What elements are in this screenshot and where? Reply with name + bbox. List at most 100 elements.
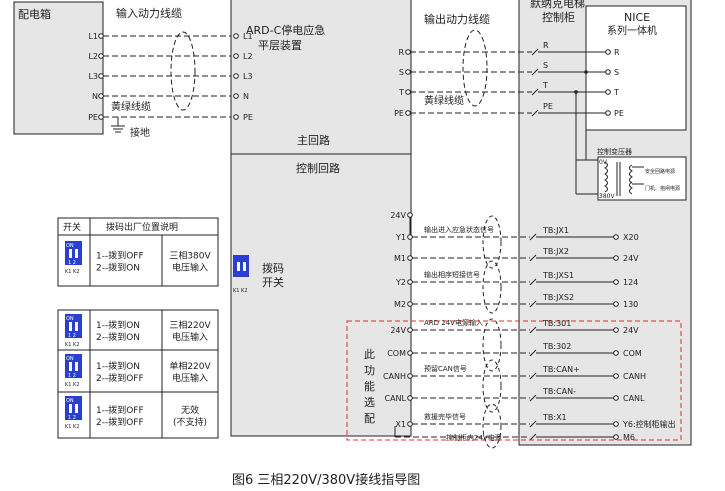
legend-row-line1: 1--拨到OFF (96, 404, 144, 416)
ard-out-terminal (405, 69, 411, 75)
ard-out-terminal-label: T (398, 88, 404, 97)
legend-row-line1: 1--拨到ON (96, 360, 140, 372)
panel-terminal (98, 53, 104, 59)
input-pe-cable-label: 黄绿线缆 (111, 100, 151, 113)
cabinet-signal-terminal (613, 301, 619, 307)
signal-tb-label: TB:JX2 (542, 247, 569, 256)
nice-terminal-label: T (613, 88, 619, 97)
output-cable-label: 输出动力线缆 (424, 12, 490, 26)
transformer-out-1: 安全回路电源 (645, 168, 675, 175)
cabinet-signal-terminal (613, 255, 619, 261)
signal-tb-label: TB:JXS1 (542, 271, 574, 280)
ard-in-terminal (233, 73, 239, 79)
ard-ctrl-terminal-label: CANL (385, 394, 407, 403)
panel-terminal-label: L2 (88, 52, 98, 61)
legend-row-desc2: (不支持) (173, 416, 207, 428)
dip-on-label: ON (66, 316, 74, 322)
legend-row-line2: 2--拨到OFF (96, 372, 144, 384)
cabinet-title-1: 默纳克电梯 (530, 0, 585, 10)
nice-terminal (605, 69, 611, 75)
ard-title-2: 平层装置 (258, 39, 302, 52)
dip-on-label: ON (66, 356, 74, 362)
ard-ctrl-terminal (407, 255, 413, 261)
cabinet-signal-terminal (613, 421, 619, 427)
panel-terminal-label: L3 (88, 72, 98, 81)
signal-dest-label: 24V (623, 254, 639, 263)
signal-note: 救援完毕信号 (424, 412, 466, 421)
nice-terminal-label: PE (614, 109, 624, 118)
ard-ctrl-terminal (407, 327, 413, 333)
ard-ctrl-terminal-label: 24V (390, 211, 406, 220)
legend-row-desc1: 单相220V (169, 360, 211, 372)
legend-row-desc1: 三相220V (169, 319, 211, 331)
cabinet-signal-terminal (613, 234, 619, 240)
optional-note-char: 此 (364, 348, 375, 361)
ard-ctrl-terminal-label: Y2 (395, 278, 406, 287)
signal-tb-label: TB:301 (542, 319, 571, 328)
transformer-380v: 380V (599, 193, 615, 200)
nice-inverter-box (585, 5, 687, 131)
panel-title: 配电箱 (18, 7, 51, 21)
signal-tb-label: TB:CAN+ (542, 365, 580, 374)
ard-device-box (230, 0, 412, 437)
dip-k-label: K1 K2 (65, 269, 80, 275)
control-loop-label: 控制回路 (296, 161, 340, 175)
panel-terminal (98, 114, 104, 120)
ard-in-terminal (233, 33, 239, 39)
output-pe-cable-label: 黄绿线缆 (424, 94, 464, 107)
nice-title: NICE (624, 11, 650, 24)
dip-num-label: 1 2 (68, 260, 76, 266)
ard-out-terminal (405, 89, 411, 95)
main-loop-label: 主回路 (297, 134, 330, 147)
transformer-icon (597, 156, 687, 201)
ard-ctrl-terminal-label: 24V (390, 326, 406, 335)
dip-on-label: ON (66, 243, 74, 249)
panel-terminal (98, 93, 104, 99)
legend-row-line1: 1--拨到ON (96, 319, 140, 331)
optional-note-char: 选 (364, 396, 375, 409)
break-mark (529, 278, 537, 286)
break-mark (529, 372, 537, 380)
transformer-0v: 0V (599, 159, 608, 166)
ard-ctrl-terminal (407, 301, 413, 307)
signal-note: 输出相序短接信号 (424, 270, 480, 279)
ard-in-terminal (233, 93, 239, 99)
ard-in-terminal (233, 114, 239, 120)
signal-dest-label: CANL (623, 394, 645, 403)
dip-switch-icon (65, 354, 82, 378)
ard-in-terminal-label: L1 (243, 32, 253, 41)
optional-note-char: 功 (364, 364, 375, 377)
ard-in-terminal-label: PE (243, 113, 253, 122)
transformer-out-2: 门机、抱闸电源 (645, 185, 680, 192)
break-mark (529, 254, 537, 262)
cabinet-title-2: 控制柜 (542, 10, 575, 24)
ard-switch-label-1: 拨码 (262, 261, 284, 275)
ard-ctrl-terminal-label: Y1 (395, 233, 406, 242)
cabinet-wire-label: PE (543, 102, 553, 111)
panel-terminal (98, 73, 104, 79)
panel-terminal-label: L1 (88, 32, 98, 41)
break-mark (529, 233, 537, 241)
signal-note: 控制柜内24V电源 (446, 433, 502, 442)
cabinet-signal-terminal (613, 350, 619, 356)
legend-row-line2: 2--拨到ON (96, 331, 140, 343)
signal-note: ARD 24V电源输入 (424, 318, 483, 327)
break-mark (529, 420, 537, 428)
ard-out-terminal-label: R (398, 48, 404, 57)
legend-row-desc2: 电压输入 (172, 372, 208, 384)
ard-ctrl-terminal (407, 212, 413, 218)
input-cable-bundle (170, 31, 196, 111)
legend-row-line1: 1--拨到OFF (96, 250, 144, 262)
signal-tb-label: TB:JX1 (542, 226, 569, 235)
cabinet-wire-label: R (543, 41, 549, 50)
break-mark (531, 68, 539, 76)
ard-ctrl-terminal-label: CANH (383, 372, 406, 381)
ground-label: 接地 (130, 126, 150, 139)
signal-bundle-2 (482, 260, 502, 314)
dip-switch-icon (65, 314, 82, 338)
legend-row-desc2: 电压输入 (172, 331, 208, 343)
cabinet-signal-terminal (613, 395, 619, 401)
ground-icon (111, 118, 125, 133)
